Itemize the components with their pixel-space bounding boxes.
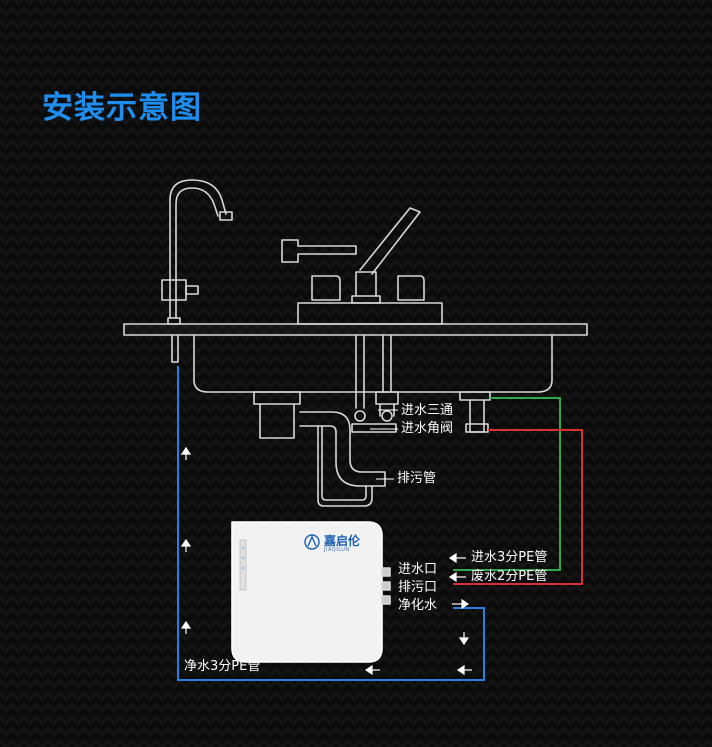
arrow-left-icon xyxy=(364,664,380,676)
mixer-spout xyxy=(281,239,357,263)
label-waste-pe-pipe: 废水2分PE管 xyxy=(471,569,548,584)
countertop xyxy=(123,323,588,336)
label-drain-pipe: 排污管 xyxy=(397,471,437,486)
brand-logo: 嘉启伦 JIAQILUN xyxy=(304,535,360,553)
page-title: 安装示意图 xyxy=(42,90,202,126)
inlet-water-line xyxy=(453,397,561,571)
arrow-left-icon xyxy=(456,664,472,676)
brand-name: 嘉启伦 xyxy=(324,534,361,548)
arrow-up-icon xyxy=(180,620,192,634)
label-water-inlet: 进水口 xyxy=(398,562,438,577)
label-clean-pe-pipe: 净水3分PE管 xyxy=(184,659,261,674)
angle-valve xyxy=(351,423,397,433)
brand-logo-icon xyxy=(304,534,320,550)
ro-faucet xyxy=(169,179,227,319)
label-purified-water: 净化水 xyxy=(398,598,438,613)
label-inlet-pe-pipe: 进水3分PE管 xyxy=(471,550,548,565)
arrow-up-icon xyxy=(180,538,192,552)
drain-trap xyxy=(299,411,386,487)
mixer-base xyxy=(297,302,443,325)
waste-water-line xyxy=(453,429,583,585)
arrow-down-icon xyxy=(458,632,470,646)
sink-drain xyxy=(253,391,301,405)
label-drain-outlet: 排污口 xyxy=(398,580,438,595)
arrow-right-icon xyxy=(452,598,470,610)
purifier-unit xyxy=(231,521,383,663)
clean-water-line xyxy=(177,366,485,681)
label-angle-valve: 进水角阀 xyxy=(401,421,454,436)
inlet-tee xyxy=(375,391,399,405)
sink-basin xyxy=(193,334,553,393)
arrow-up-icon xyxy=(180,446,192,460)
brand-sub: JIAQILUN xyxy=(324,547,350,553)
arrow-left-icon xyxy=(448,552,466,564)
label-inlet-tee: 进水三通 xyxy=(401,403,454,418)
arrow-left-icon xyxy=(448,571,466,583)
